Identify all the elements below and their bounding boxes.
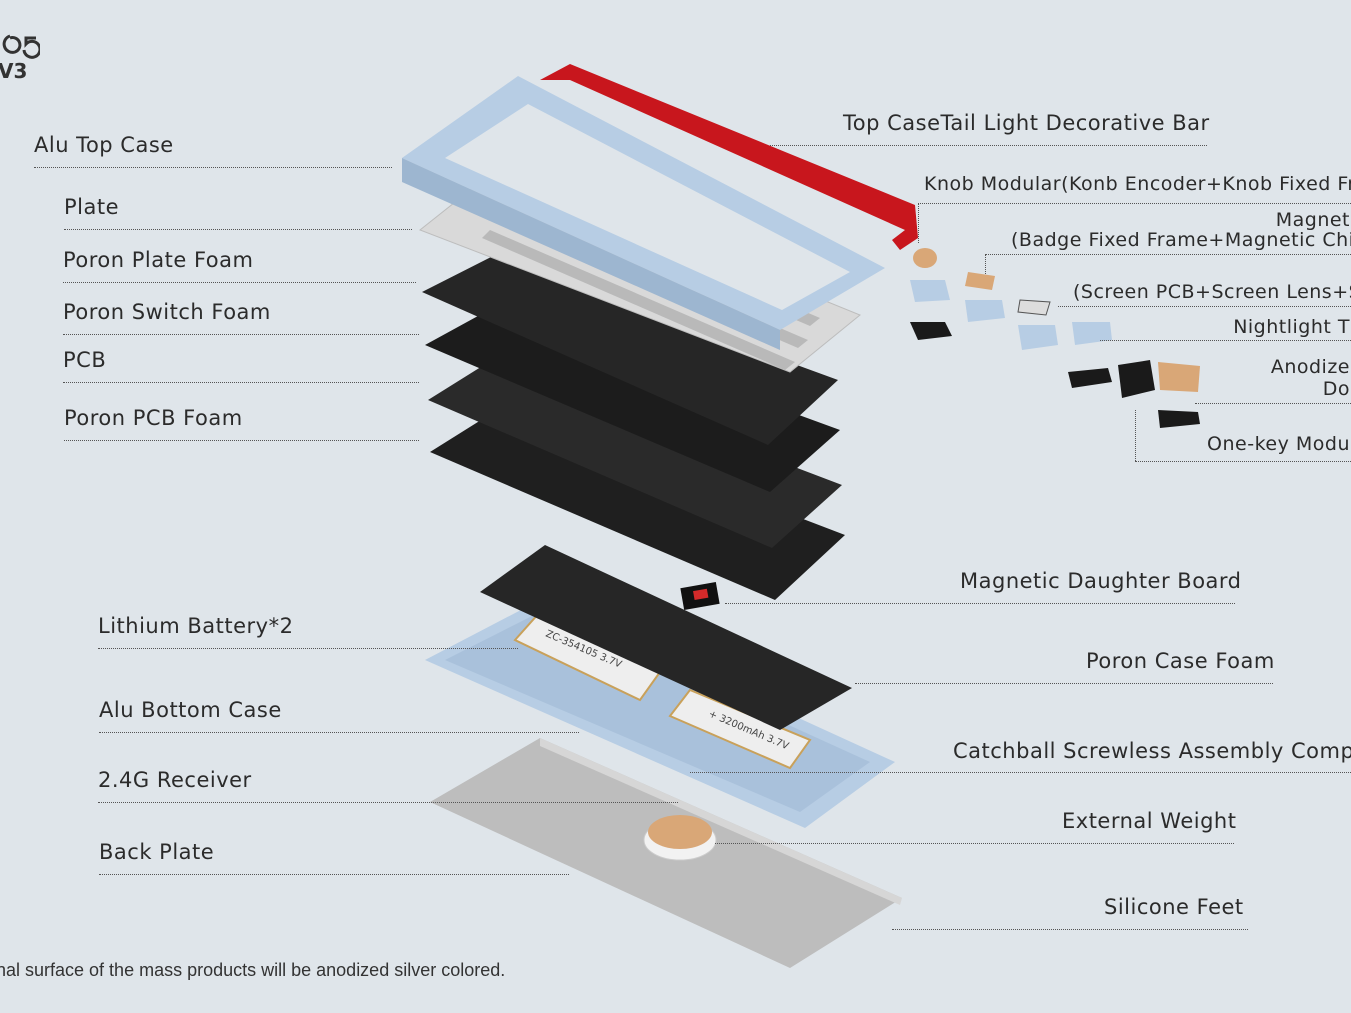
label-poron-pcb-foam: Poron PCB Foam	[64, 406, 243, 430]
modules	[910, 248, 1200, 428]
leader-daughter-board	[725, 603, 1235, 604]
label-catchball: Catchball Screwless Assembly Compo	[953, 739, 1351, 763]
leader-external-weight	[715, 843, 1234, 844]
leader-receiver	[98, 802, 678, 803]
leader-knob-modular	[918, 203, 1351, 204]
svg-text:V3: V3	[0, 59, 27, 82]
label-case-foam: Poron Case Foam	[1086, 649, 1275, 673]
tail-light-bar-shape	[540, 64, 918, 250]
leader-tail-light-bar	[770, 145, 1207, 146]
label-receiver: 2.4G Receiver	[98, 768, 252, 792]
label-poron-switch-foam: Poron Switch Foam	[63, 300, 271, 324]
label-external-weight: External Weight	[1062, 809, 1237, 833]
label-alu-bottom-case: Alu Bottom Case	[99, 698, 282, 722]
leader-poron-switch-foam	[63, 334, 419, 335]
leader-anodized	[1195, 403, 1351, 404]
label-back-plate: Back Plate	[99, 840, 215, 864]
label-knob-modular: Knob Modular(Konb Encoder+Knob Fixed Fra…	[924, 173, 1351, 195]
leader-plate	[64, 229, 412, 230]
leader-badge-frame-drop	[985, 254, 986, 274]
brand-logo-icon: V3	[0, 34, 40, 82]
label-pcb: PCB	[63, 348, 107, 372]
leader-catchball	[690, 772, 1351, 773]
leader-silicone-feet	[892, 929, 1248, 930]
label-badge-frame: (Badge Fixed Frame+Magnetic Chip)	[1011, 229, 1351, 251]
label-magnet: Magnet	[1275, 209, 1350, 231]
leader-alu-bottom-case	[99, 732, 579, 733]
leader-one-key-module	[1135, 461, 1351, 462]
poron-switch-foam-shape	[425, 305, 840, 492]
leader-one-key-module-drop	[1135, 410, 1136, 461]
label-lithium-battery: Lithium Battery*2	[98, 614, 294, 638]
leader-knob-modular-drop	[918, 203, 919, 243]
poron-pcb-foam-shape	[430, 405, 845, 600]
leader-alu-top-case	[34, 167, 392, 168]
label-one-key-module: One-key Modu	[1207, 433, 1350, 455]
poron-plate-foam-shape	[422, 255, 838, 445]
leader-screen-module	[1058, 306, 1351, 307]
label-poron-plate-foam: Poron Plate Foam	[63, 248, 254, 272]
leader-case-foam	[855, 683, 1273, 684]
leader-back-plate	[99, 874, 569, 875]
label-screen-module: (Screen PCB+Screen Lens+Scre	[1073, 281, 1351, 303]
label-plate: Plate	[64, 195, 120, 219]
pcb-shape	[428, 355, 842, 548]
label-anodized: Anodize	[1270, 356, 1350, 378]
leader-nightlight	[1100, 340, 1351, 341]
label-nightlight: Nightlight T	[1233, 316, 1350, 338]
poron-case-foam-shape	[480, 545, 852, 730]
label-alu-top-case: Alu Top Case	[34, 133, 174, 157]
leader-lithium-battery	[98, 648, 518, 649]
leader-poron-pcb-foam	[64, 440, 419, 441]
leader-pcb	[63, 382, 419, 383]
footnote: rnal surface of the mass products will b…	[0, 960, 506, 980]
label-tail-light-bar: Top CaseTail Light Decorative Bar	[843, 111, 1210, 135]
leader-badge-frame	[985, 254, 1351, 255]
label-silicone-feet: Silicone Feet	[1104, 895, 1244, 919]
label-daughter-board: Magnetic Daughter Board	[960, 569, 1242, 593]
label-anodized-2: Do	[1322, 378, 1350, 400]
leader-poron-plate-foam	[63, 282, 416, 283]
